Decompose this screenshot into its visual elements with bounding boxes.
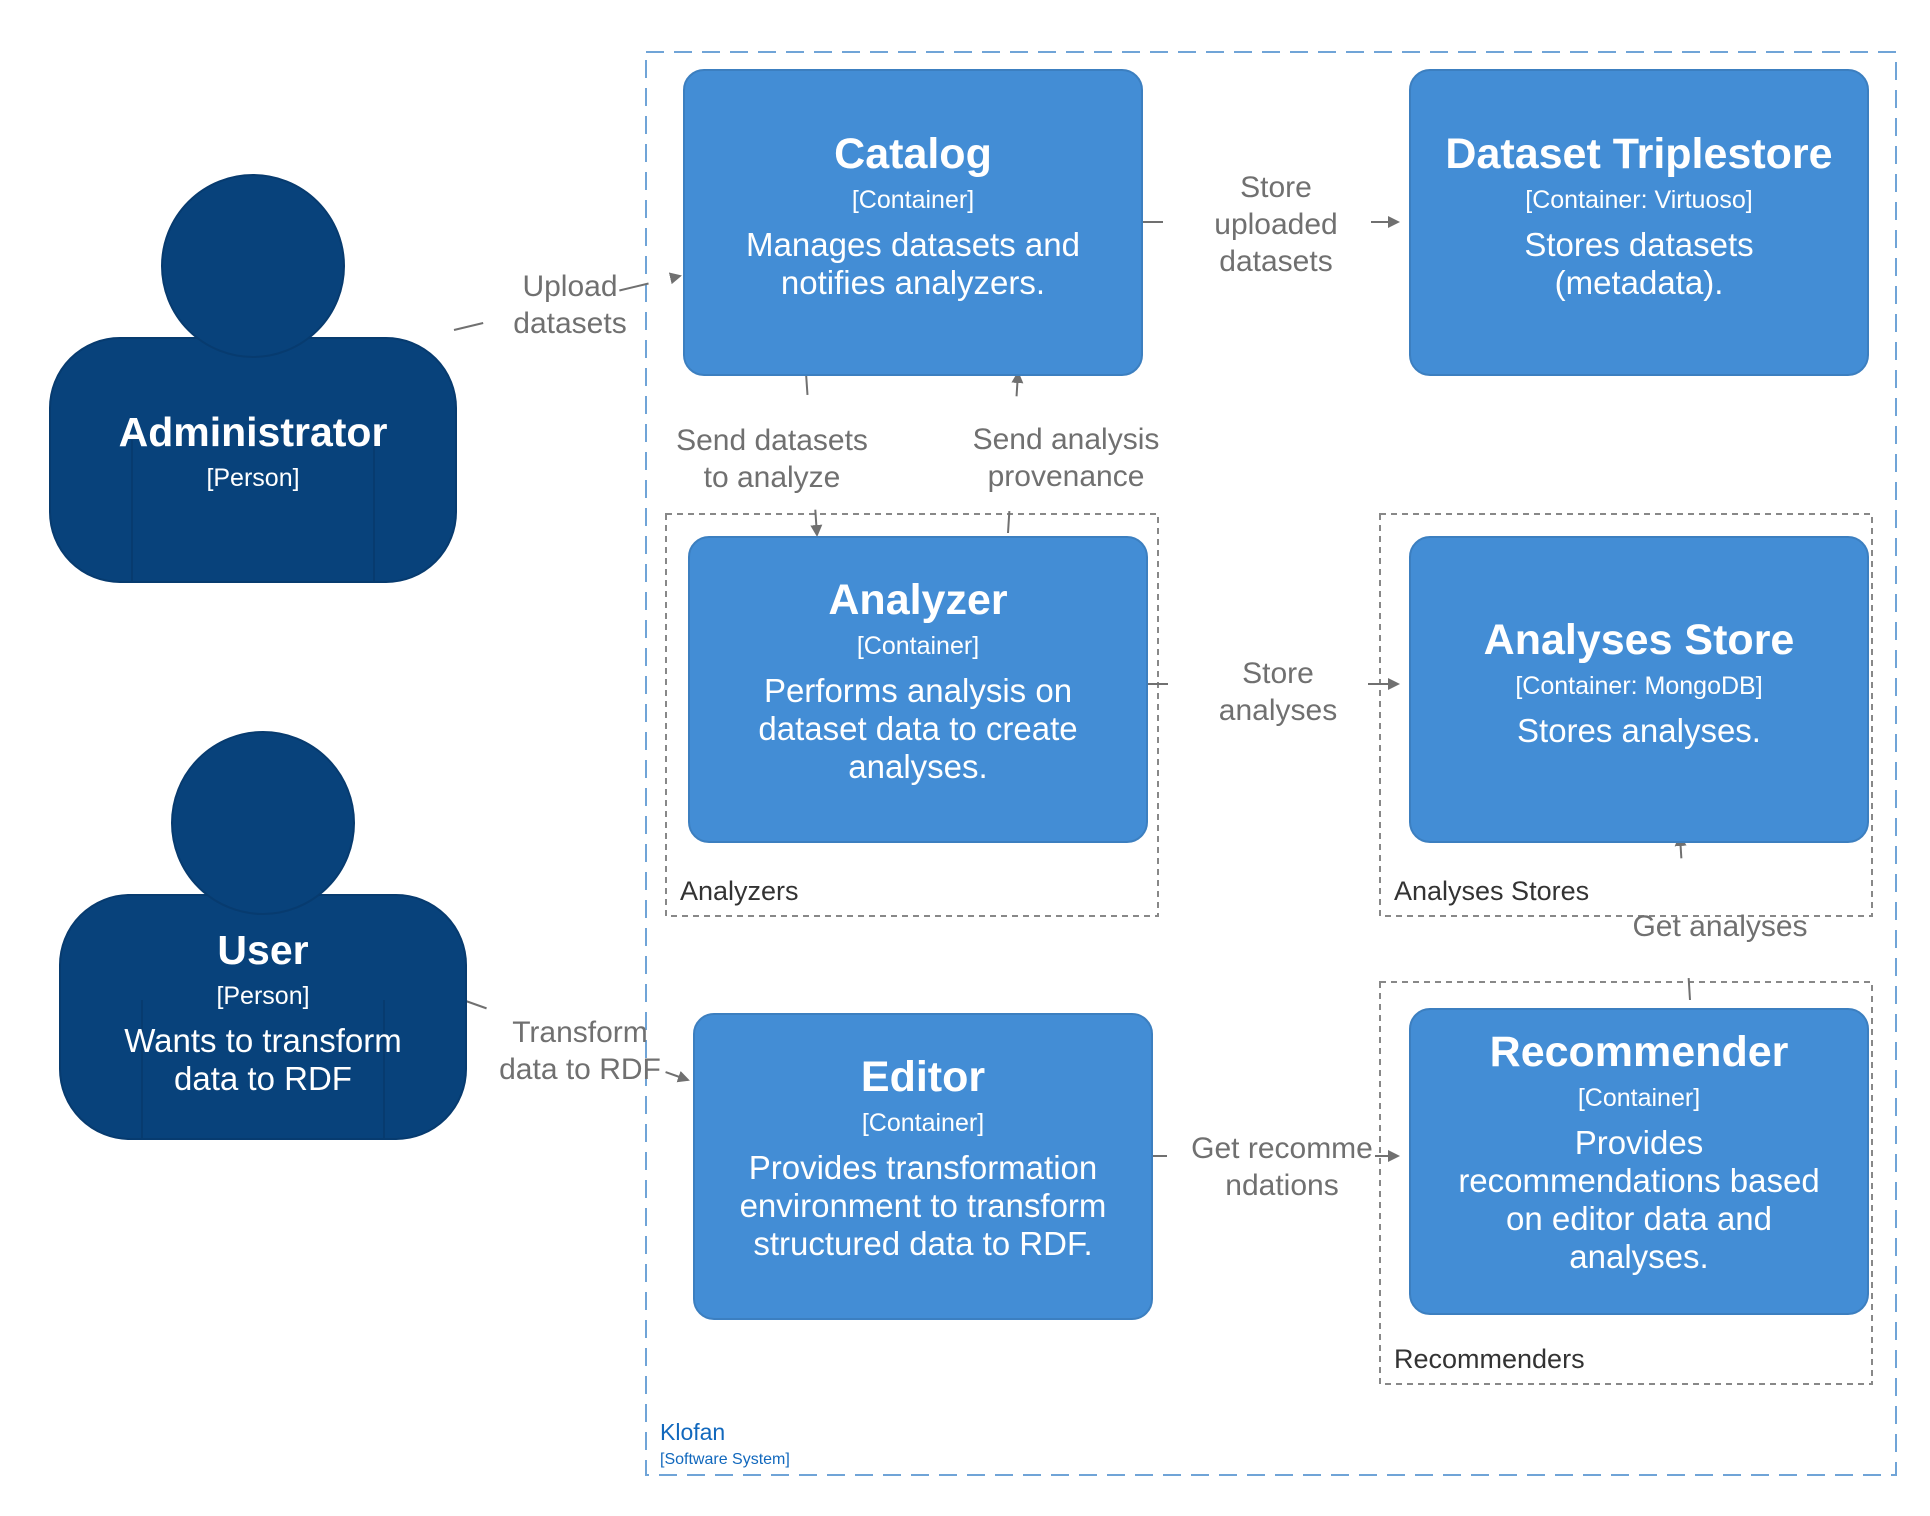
container-dataset-triplestore: Dataset Triplestore [Container: Virtuoso…	[1409, 69, 1869, 376]
upload-label-line: Upload	[522, 270, 617, 303]
system-boundary	[645, 51, 1897, 1476]
container-description-line: recommendations based	[1458, 1162, 1819, 1199]
container-box	[1409, 69, 1869, 376]
store-uploaded-label-line: Store	[1240, 171, 1312, 204]
container-name: Analyses Store	[1484, 616, 1795, 664]
send-provenance-label-line: provenance	[988, 460, 1145, 493]
container-box	[688, 536, 1148, 843]
send-to-analyze-label-line: to analyze	[704, 461, 841, 494]
group-analyses-stores	[1379, 513, 1873, 917]
person-name: Administrator	[119, 409, 388, 455]
container-catalog: Catalog [Container] Manages datasets and…	[683, 69, 1143, 376]
container-name: Recommender	[1490, 1028, 1789, 1076]
container-box	[683, 69, 1143, 376]
container-description-line: on editor data and	[1506, 1200, 1772, 1237]
upload-arrow	[453, 272, 682, 331]
get-recommendations-label-line: Get recomme	[1191, 1132, 1373, 1165]
container-type: [Container]	[862, 1109, 984, 1137]
container-name: Editor	[861, 1053, 985, 1101]
store-analyses-label-line: Store	[1242, 657, 1314, 690]
person-user: User [Person] Wants to transform data to…	[59, 731, 467, 1140]
container-description-line: Provides	[1575, 1124, 1703, 1161]
person-body	[49, 337, 457, 583]
container-type: [Container: MongoDB]	[1515, 672, 1762, 700]
transform-label-line: Transform	[512, 1016, 648, 1049]
system-boundary-type: [Software System]	[660, 1451, 790, 1468]
container-recommender: Recommender [Container] Provides recomme…	[1409, 1008, 1869, 1315]
container-name: Catalog	[834, 130, 992, 178]
container-description-line: analyses.	[1569, 1238, 1708, 1275]
get-analyses-label: Get analyses	[1632, 910, 1807, 943]
relationship-labels: Upload datasets Store uploaded datasets …	[499, 171, 1807, 1202]
container-analyses-store: Analyses Store [Container: MongoDB] Stor…	[1409, 536, 1869, 843]
system-boundary-name: Klofan	[660, 1419, 725, 1445]
container-description-line: Stores datasets	[1524, 226, 1753, 263]
send-provenance-label-line: Send analysis	[973, 423, 1160, 456]
container-name: Dataset Triplestore	[1445, 130, 1832, 178]
container-description-line: structured data to RDF.	[753, 1225, 1092, 1262]
group-analyzers-label: Analyzers	[680, 876, 799, 906]
get-recommendations-label-line: ndations	[1225, 1169, 1338, 1202]
container-description-line: (metadata).	[1555, 264, 1724, 301]
person-type: [Person]	[206, 464, 299, 492]
container-box	[1409, 536, 1869, 843]
upload-label-line: datasets	[513, 307, 626, 340]
relationship-lines	[453, 216, 1691, 1162]
store-uploaded-label-line: datasets	[1219, 245, 1332, 278]
container-editor: Editor [Container] Provides transformati…	[693, 1013, 1153, 1320]
container-analyzer: Analyzer [Container] Performs analysis o…	[688, 536, 1148, 843]
person-head	[171, 731, 355, 915]
container-type: [Container]	[857, 632, 979, 660]
container-box	[693, 1013, 1153, 1320]
person-description-line: Wants to transform	[124, 1022, 402, 1059]
container-description-line: notifies analyzers.	[781, 264, 1045, 301]
transform-label-line: data to RDF	[499, 1053, 661, 1086]
container-name: Analyzer	[828, 576, 1008, 624]
container-type: [Container]	[1578, 1084, 1700, 1112]
group-recommenders	[1379, 981, 1873, 1385]
group-analyzers	[665, 513, 1159, 917]
container-type: [Container]	[852, 186, 974, 214]
group-recommenders-label: Recommenders	[1394, 1344, 1585, 1374]
person-administrator: Administrator [Person]	[49, 174, 457, 583]
send-to-analyze-label-line: Send datasets	[676, 424, 868, 457]
container-type: [Container: Virtuoso]	[1525, 186, 1752, 214]
store-uploaded-label-line: uploaded	[1214, 208, 1337, 241]
container-description-line: Stores analyses.	[1517, 712, 1761, 749]
container-description-line: environment to transform	[740, 1187, 1107, 1224]
container-description-line: Performs analysis on	[764, 672, 1072, 709]
group-analyses-stores-label: Analyses Stores	[1394, 876, 1589, 906]
person-type: [Person]	[216, 982, 309, 1010]
container-description-line: Provides transformation	[749, 1149, 1097, 1186]
container-description-line: dataset data to create	[758, 710, 1077, 747]
person-description-line: data to RDF	[174, 1060, 352, 1097]
container-description-line: analyses.	[848, 748, 987, 785]
container-box	[1409, 1008, 1869, 1315]
store-analyses-label-line: analyses	[1219, 694, 1337, 727]
person-head	[161, 174, 345, 358]
person-name: User	[217, 927, 308, 973]
container-description-line: Manages datasets and	[746, 226, 1080, 263]
